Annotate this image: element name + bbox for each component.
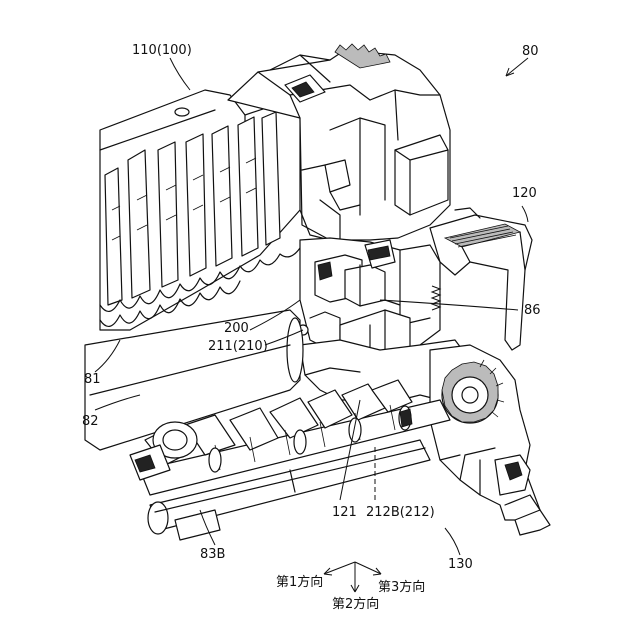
label-110-100: 110(100) bbox=[132, 43, 192, 58]
direction-axes bbox=[324, 562, 381, 592]
label-second-direction: 第2方向 bbox=[332, 596, 379, 612]
housing-110 bbox=[100, 90, 300, 330]
label-130: 130 bbox=[448, 557, 473, 572]
label-86: 86 bbox=[524, 303, 541, 318]
label-120: 120 bbox=[512, 186, 537, 201]
label-81: 81 bbox=[84, 372, 101, 387]
label-80: 80 bbox=[522, 44, 539, 59]
label-third-direction: 第3方向 bbox=[378, 579, 425, 595]
label-121: 121 bbox=[332, 505, 357, 520]
label-212b-212: 212B(212) bbox=[366, 505, 435, 520]
lever-120 bbox=[430, 208, 532, 350]
label-200: 200 bbox=[224, 321, 249, 336]
label-82: 82 bbox=[82, 414, 99, 429]
label-211-210: 211(210) bbox=[208, 339, 268, 354]
label-first-direction: 第1方向 bbox=[276, 574, 323, 590]
label-83b: 83B bbox=[200, 547, 225, 562]
